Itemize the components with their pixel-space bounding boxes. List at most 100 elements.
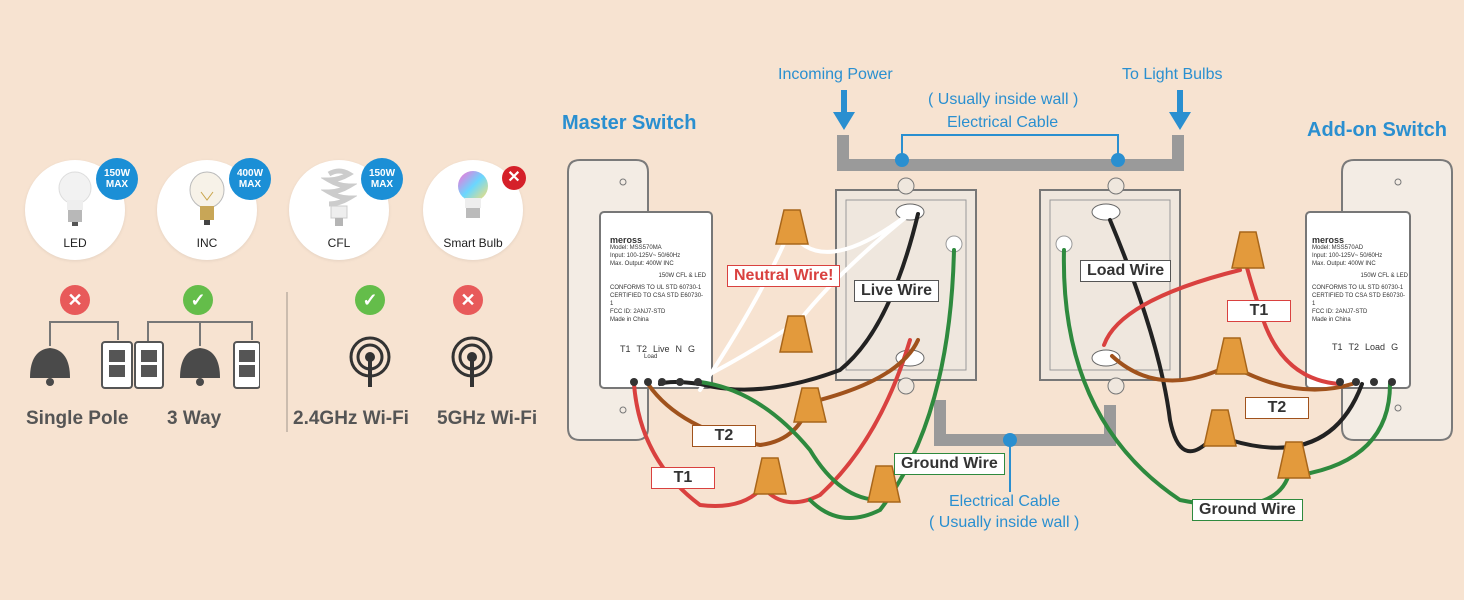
terminal-label: Live [653, 344, 670, 354]
terminal-label: N [675, 344, 683, 354]
spec-line: 150W CFL & LED [658, 273, 706, 279]
master-wall-plate [567, 159, 713, 441]
divider [286, 292, 288, 432]
bulb-inc: INC [157, 160, 257, 260]
t1-label-left: T1 [651, 467, 715, 489]
callout-dot [1111, 153, 1125, 167]
caption-single-pole: Single Pole [26, 408, 129, 429]
green-wire [808, 248, 956, 520]
addon-terminals [1336, 378, 1396, 386]
cable-top-note: ( Usually inside wall ) [928, 91, 1079, 108]
badge-max: MAX [238, 179, 262, 190]
smart-bulb-icon [458, 171, 488, 218]
master-device-label: meross Model: MSS570MA Input: 100-125V~ … [610, 236, 706, 324]
red-wire [632, 382, 762, 508]
spec-line: FCC ID: 2ANJ7-STD [1312, 309, 1368, 315]
bulb-label: CFL [327, 236, 351, 250]
spec-line: CONFORMS TO UL STD 60730-1 [1312, 285, 1404, 291]
single-pole-icon [30, 321, 133, 389]
addon-junction-box [1039, 177, 1181, 395]
addon-wall-plate [1305, 159, 1453, 441]
brand-text: meross [610, 235, 643, 245]
wifi-24ghz-icon [349, 336, 391, 387]
spec-line: Made in China [1312, 317, 1351, 323]
cfl-bulb-icon [321, 168, 357, 226]
ground-wire-label-left: Ground Wire [894, 453, 1005, 475]
load-wire-label: Load Wire [1080, 260, 1172, 282]
spec-line: CERTIFIED TO CSA STD E60730-1 [610, 293, 704, 307]
terminal-label: T2 [636, 344, 648, 354]
caption-5ghz: 5GHz Wi-Fi [437, 408, 538, 429]
spec-line: Input: 100-125V~ 50/60Hz [610, 253, 681, 259]
to-light-bulbs-label: To Light Bulbs [1122, 66, 1223, 83]
cable-bottom-label: Electrical Cable [949, 493, 1061, 510]
terminal-label: T2 [1348, 342, 1360, 352]
x-icon: ✕ [60, 285, 90, 315]
callout-dot [1003, 433, 1017, 447]
badge-max: MAX [105, 179, 129, 190]
brand-text: meross [1312, 235, 1345, 245]
caption-3-way: 3 Way [167, 408, 222, 429]
x-icon: ✕ [453, 285, 483, 315]
cable-top-label: Electrical Cable [947, 114, 1059, 131]
master-terminals [630, 378, 702, 386]
green-wire [1061, 248, 1392, 508]
badge-max: MAX [370, 179, 394, 190]
wattage-badge: 150W MAX [361, 158, 403, 200]
terminal-label: T1 [620, 344, 631, 354]
black-wire [1228, 382, 1364, 450]
three-way-icon [134, 321, 260, 389]
wifi-5ghz-icon [451, 336, 493, 387]
spec-line: 150W CFL & LED [1360, 273, 1408, 279]
brown-wire [1110, 354, 1354, 392]
t2-label-left: T2 [692, 425, 756, 447]
t2-label-right: T2 [1245, 397, 1309, 419]
switch-wiring-icons [30, 321, 260, 389]
t1-label-right: T1 [1227, 300, 1291, 322]
incandescent-bulb-icon [189, 171, 225, 225]
wattage-badge: 150W MAX [96, 158, 138, 200]
cable-bottom-note: ( Usually inside wall ) [929, 514, 1080, 531]
wattage-badge: 400W MAX [229, 158, 271, 200]
master-switch-title: Master Switch [562, 112, 697, 134]
badge-watts: 150W [368, 168, 396, 179]
check-icon: ✓ [183, 285, 213, 315]
spec-line: Max. Output: 400W INC [1312, 261, 1376, 267]
spec-line: FCC ID: 2ANJ7-STD [610, 309, 666, 315]
spec-line: Input: 100-125V~ 50/60Hz [1312, 253, 1383, 259]
spec-line: CONFORMS TO UL STD 60730-1 [610, 285, 702, 291]
arrow-down-icon [1169, 90, 1191, 130]
spec-line: Max. Output: 400W INC [610, 261, 674, 267]
addon-terminal-labels: T1 T2 Load G [1332, 342, 1398, 352]
badge-watts: 400W [236, 168, 264, 179]
terminal-label: G [688, 344, 696, 354]
brown-wire [810, 338, 920, 404]
spec-line: Model: MSS570MA [610, 245, 662, 251]
terminal-label: Load [1365, 342, 1386, 352]
arrow-down-icon [833, 90, 855, 130]
incoming-power-label: Incoming Power [778, 66, 893, 83]
spec-line: Model: MSS570AD [1312, 245, 1364, 251]
bulb-label: LED [63, 236, 87, 250]
green-wire [698, 380, 882, 502]
spec-line: CERTIFIED TO CSA STD E60730-1 [1312, 293, 1406, 307]
bulb-label: Smart Bulb [443, 236, 503, 250]
addon-switch-title: Add-on Switch [1307, 119, 1447, 141]
terminal-sublabel: Load [644, 354, 658, 360]
neutral-wire-label: Neutral Wire! [727, 265, 841, 287]
cable-callouts [901, 134, 1119, 492]
ground-wire-label-right: Ground Wire [1192, 499, 1303, 521]
spec-line: Made in China [610, 317, 649, 323]
wire-nuts [753, 209, 1311, 503]
led-bulb-icon [58, 171, 92, 226]
red-wire [768, 338, 912, 505]
check-icon: ✓ [355, 285, 385, 315]
badge-watts: 150W [103, 168, 131, 179]
bulb-label: INC [196, 236, 218, 250]
callout-dot [895, 153, 909, 167]
master-terminal-labels: T1 T2 Live N G [620, 344, 695, 354]
terminal-label: G [1391, 342, 1399, 352]
live-wire-label: Live Wire [854, 280, 939, 302]
electrical-cables [837, 135, 1184, 446]
x-icon: ✕ [502, 166, 526, 190]
